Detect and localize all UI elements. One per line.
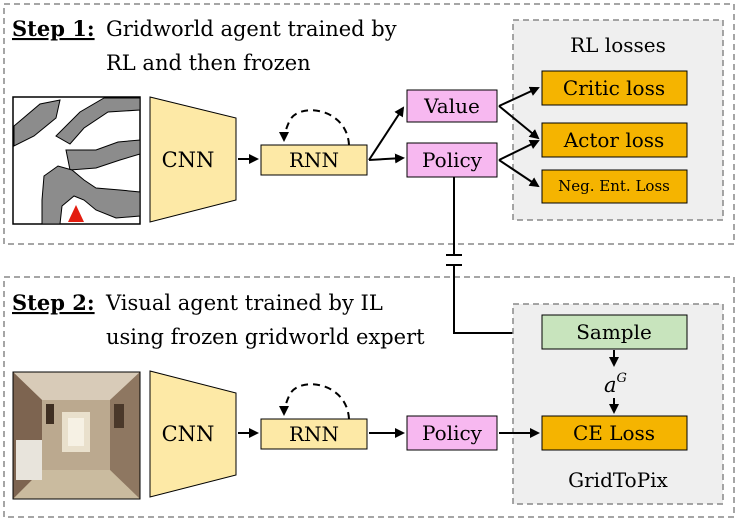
entropy-loss-box	[541, 169, 688, 204]
cnn-label-step1: CNN	[162, 148, 215, 172]
entropy-loss-label: Neg. Ent. Loss	[558, 177, 670, 195]
gridtopix-caption: GridToPix	[568, 468, 668, 492]
value-label: Value	[423, 94, 480, 118]
gridworld-map	[12, 96, 141, 225]
step2-desc-line1: Visual agent trained by IL	[105, 291, 383, 315]
sample-block	[541, 314, 688, 350]
step1-label: Step 1:	[12, 16, 95, 41]
rnn-block-step1	[260, 144, 368, 176]
cnn-block-step2	[149, 370, 237, 498]
actor-loss-label: Actor loss	[563, 128, 665, 152]
expert-action-superscript: G	[617, 371, 627, 386]
step2-label: Step 2:	[12, 290, 95, 315]
cnn-block-step1	[149, 96, 237, 223]
step2-frame	[3, 276, 735, 518]
expert-action-base: a	[604, 373, 617, 397]
step2-desc-line2: using frozen gridworld expert	[106, 325, 425, 349]
policy-block-step1	[406, 142, 498, 178]
rnn-label-step2: RNN	[289, 422, 339, 446]
rl-losses-title: RL losses	[570, 33, 666, 57]
step1-frame	[3, 3, 735, 245]
value-block	[406, 89, 498, 123]
agent-marker	[68, 205, 84, 222]
sample-label: Sample	[576, 320, 652, 344]
expert-action-symbol: aG	[604, 371, 627, 397]
critic-loss-box	[541, 70, 688, 106]
critic-loss-label: Critic loss	[563, 76, 665, 100]
actor-loss-box	[541, 122, 688, 158]
step1-desc-line1: Gridworld agent trained by	[106, 17, 397, 41]
policy-label-step1: Policy	[422, 148, 483, 172]
ce-loss-label: CE Loss	[573, 421, 655, 445]
policy-block-step2	[406, 415, 498, 451]
cnn-label-step2: CNN	[162, 422, 215, 446]
rnn-block-step2	[260, 418, 368, 450]
rnn-label-step1: RNN	[289, 148, 339, 172]
indoor-scene-image	[12, 371, 141, 500]
step1-desc-line2: RL and then frozen	[106, 51, 311, 75]
ce-loss-box	[541, 415, 688, 451]
policy-label-step2: Policy	[422, 421, 483, 445]
